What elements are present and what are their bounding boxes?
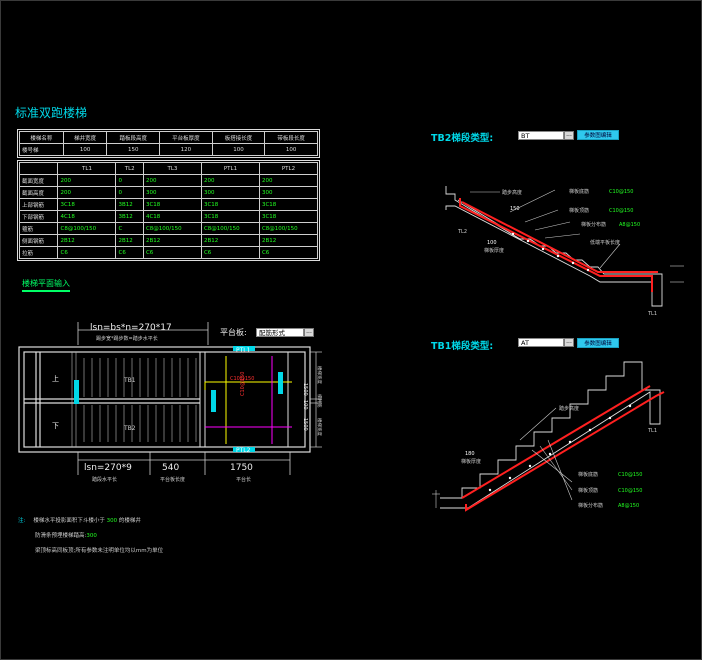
plan-tb2-label: TB2 — [123, 425, 136, 432]
plan-bottom-dim1: lsn=270*9 — [84, 463, 132, 473]
plan-rebar-label: C10@150 — [230, 376, 254, 382]
table1-cell[interactable]: 120 — [159, 143, 213, 156]
platform-ellipsis-button[interactable]: ... — [304, 328, 314, 337]
plan-bottom-dim2: 540 — [162, 463, 179, 473]
tb2-thickness: 梯板厚度 — [484, 247, 504, 254]
plan-right-note: 楼梯宽度 — [316, 366, 323, 384]
tb1-type-label: TB1梯段类型: — [431, 341, 494, 352]
table2-row-label: 拉筋 — [18, 246, 59, 259]
tb1-h1: 180 — [465, 451, 475, 457]
tb2-type-select[interactable]: BT — [518, 131, 564, 140]
page-title: 标准双跑楼梯 — [15, 106, 88, 120]
plan-down-label: 下 — [52, 422, 59, 430]
tb1-param-edit-button[interactable]: 参数图编辑 — [577, 338, 619, 348]
tb2-bottom-bar: 梯板底筋 — [569, 188, 589, 195]
plan-right-dim: 100 — [302, 400, 308, 410]
tb1-step-height: 踏步高度 — [559, 405, 579, 412]
tb1-c3: A8@150 — [618, 503, 639, 509]
tb2-ellipsis-button[interactable]: ... — [564, 131, 574, 140]
notes-marker: 注: — [18, 518, 26, 524]
tb2-type-label: TB2梯段类型: — [431, 133, 494, 144]
tb2-tl2: TL2 — [457, 229, 467, 235]
plan-bottom-note3: 平台长 — [236, 476, 251, 483]
table2-cell[interactable]: C6 — [200, 246, 260, 259]
notes-line: 的楼梯井 — [118, 518, 141, 524]
platform-select[interactable]: 配筋形式 — [256, 328, 304, 337]
platform-label: 平台板: — [220, 328, 247, 337]
plan-ptl2-label: PTL2 — [236, 447, 251, 454]
beam-params-table: TL1 TL2 TL3 PTL1 PTL2 截面宽度 200 0 200 200… — [17, 160, 320, 261]
tb1-thickness: 梯板厚度 — [461, 458, 481, 465]
tb2-c3: A8@150 — [619, 222, 640, 228]
table2-cell[interactable]: 2B12 — [258, 234, 319, 247]
table2-cell[interactable]: C8@100/150 — [258, 222, 319, 235]
table2-cell[interactable]: 2B12 — [200, 234, 260, 247]
notes-value: 300 — [106, 518, 118, 524]
plan-bottom-note2: 平台板长度 — [160, 476, 185, 483]
tb2-low-length: 低端平板长度 — [590, 239, 620, 246]
tb1-tl1: TL1 — [647, 428, 657, 434]
table2-cell[interactable]: C6 — [115, 246, 144, 259]
plan-top-dim: lsn=bs*n=270*17 — [90, 323, 172, 333]
table2-cell[interactable]: C — [115, 222, 144, 235]
table2-cell[interactable]: 2B12 — [142, 234, 202, 247]
notes-value: 300 — [86, 533, 97, 539]
table2-cell[interactable]: C6 — [258, 246, 319, 259]
notes-line: 梁顶标高同板顶;所有参数未注明单位均以mm为单位 — [35, 548, 164, 554]
table2-cell[interactable]: C8@100/150 — [200, 222, 260, 235]
plan-right-dim: 1500 — [302, 383, 308, 396]
tb2-param-edit-button[interactable]: 参数图编辑 — [577, 130, 619, 140]
tb2-c1: C10@150 — [609, 189, 633, 195]
plan-right-note: 楼梯宽度 — [316, 418, 323, 436]
tb1-type-select[interactable]: AT — [518, 338, 564, 347]
tb2-h1: 150 — [510, 206, 520, 212]
stair-params-table: 楼梯名称 梯井宽度 踏板段高度 平台板厚度 板搭接长度 带板段长度 楼号梯 10… — [17, 129, 320, 158]
table2-cell[interactable]: 300 — [142, 186, 202, 199]
notes-block: 注:楼梯水平投影面积下斗楼小于 300 的楼梯井 防滑条预埋楼梯踏高:300 梁… — [18, 514, 163, 559]
plan-ptl1-label: PTL1 — [236, 347, 251, 354]
tb2-h2: 100 — [487, 240, 497, 246]
table2-cell[interactable]: 3C18 — [200, 198, 260, 211]
table2-cell[interactable]: 0 — [115, 186, 144, 199]
table2-cell[interactable]: 2B12 — [115, 234, 144, 247]
table2-cell[interactable]: C6 — [142, 246, 202, 259]
notes-line: 楼梯水平投影面积下斗楼小于 — [33, 518, 105, 524]
tb1-top-bar: 梯板顶筋 — [578, 487, 598, 494]
plan-right-dim: 1500 — [302, 418, 308, 431]
tb2-top-bar: 梯板顶筋 — [569, 207, 589, 214]
plan-input-heading: 楼梯平面输入 — [22, 278, 70, 292]
tb2-tl1: TL1 — [647, 311, 657, 317]
table2-cell[interactable]: 3C18 — [258, 198, 319, 211]
table1-cell[interactable]: 100 — [264, 143, 318, 156]
tb2-c2: C10@150 — [609, 208, 633, 214]
notes-line: 防滑条预埋楼梯踏高: — [35, 533, 87, 539]
tb1-bottom-bar: 梯板底筋 — [578, 471, 598, 478]
tb1-ellipsis-button[interactable]: ... — [564, 338, 574, 347]
plan-rebar-label: C10@150 — [240, 372, 246, 396]
tb1-c2: C10@150 — [618, 488, 642, 494]
plan-right-note: 梯井宽 — [316, 394, 323, 408]
table2-cell[interactable]: 3B12 — [115, 198, 144, 211]
plan-tb1-label: TB1 — [123, 377, 136, 384]
plan-up-label: 上 — [52, 374, 59, 383]
table1-cell[interactable]: 100 — [62, 143, 108, 156]
tb2-dist-bar: 梯板分布筋 — [581, 221, 606, 228]
tb1-c1: C10@150 — [618, 472, 642, 478]
plan-top-dim-note: 踢步宽*踢步数=踏步水平长 — [96, 335, 158, 342]
plan-bottom-note1: 踏段水平长 — [92, 476, 117, 483]
tb2-step-height: 踏步高度 — [502, 189, 522, 196]
table2-cell[interactable]: 200 — [200, 174, 260, 187]
plan-bottom-dim3: 1750 — [230, 463, 253, 473]
table1-cell[interactable]: 150 — [106, 143, 161, 156]
tb1-dist-bar: 梯板分布筋 — [578, 502, 603, 509]
